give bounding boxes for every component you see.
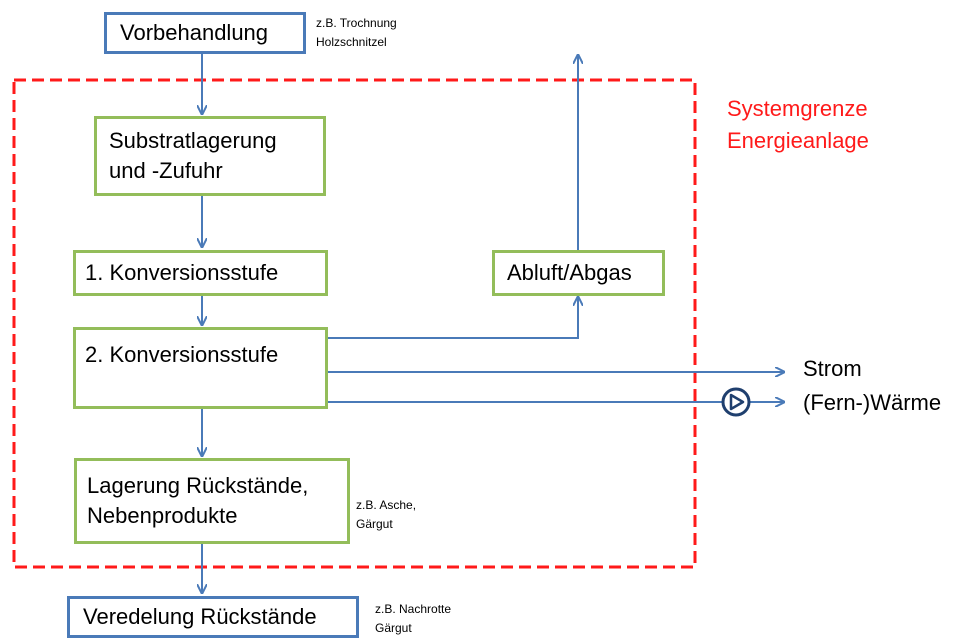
lagerung-note: z.B. Asche, Gärgut (356, 498, 417, 531)
konversion1-box: 1. Konversionsstufe (73, 250, 328, 296)
veredelung-note: z.B. Nachrotte Gärgut (375, 602, 452, 635)
pump-icon (721, 387, 751, 417)
system-boundary-line2: Energieanlage (727, 127, 869, 153)
konversion2-label: 2. Konversionsstufe (85, 342, 279, 367)
substratlagerung-box: Substratlagerung und -Zufuhr (94, 116, 326, 196)
lagerung-box: Lagerung Rückstände, Nebenprodukte (74, 458, 350, 544)
waerme-label: (Fern-)Wärme (803, 390, 942, 415)
arrow-konversion2-to-abluft (327, 297, 578, 339)
strom-label: Strom (803, 356, 862, 381)
abluft-label: Abluft/Abgas (507, 260, 632, 286)
abluft-box: Abluft/Abgas (492, 250, 665, 296)
veredelung-box: Veredelung Rückstände (67, 596, 359, 638)
system-boundary-line1: Systemgrenze (727, 96, 868, 121)
veredelung-label: Veredelung Rückstände (83, 604, 317, 630)
system-boundary-rect (12, 78, 697, 569)
konversion1-label: 1. Konversionsstufe (85, 260, 279, 286)
substratlagerung-label: Substratlagerung und -Zufuhr (109, 128, 277, 183)
vorbehandlung-note: z.B. Trochnung Holzschnitzel (316, 16, 397, 49)
system-boundary-label: Systemgrenze Energieanlage (727, 93, 869, 157)
vorbehandlung-label: Vorbehandlung (120, 20, 269, 46)
lagerung-label: Lagerung Rückstände, Nebenprodukte (87, 473, 309, 528)
konversion2-box: 2. Konversionsstufe (73, 327, 328, 409)
vorbehandlung-box: Vorbehandlung (104, 12, 306, 54)
